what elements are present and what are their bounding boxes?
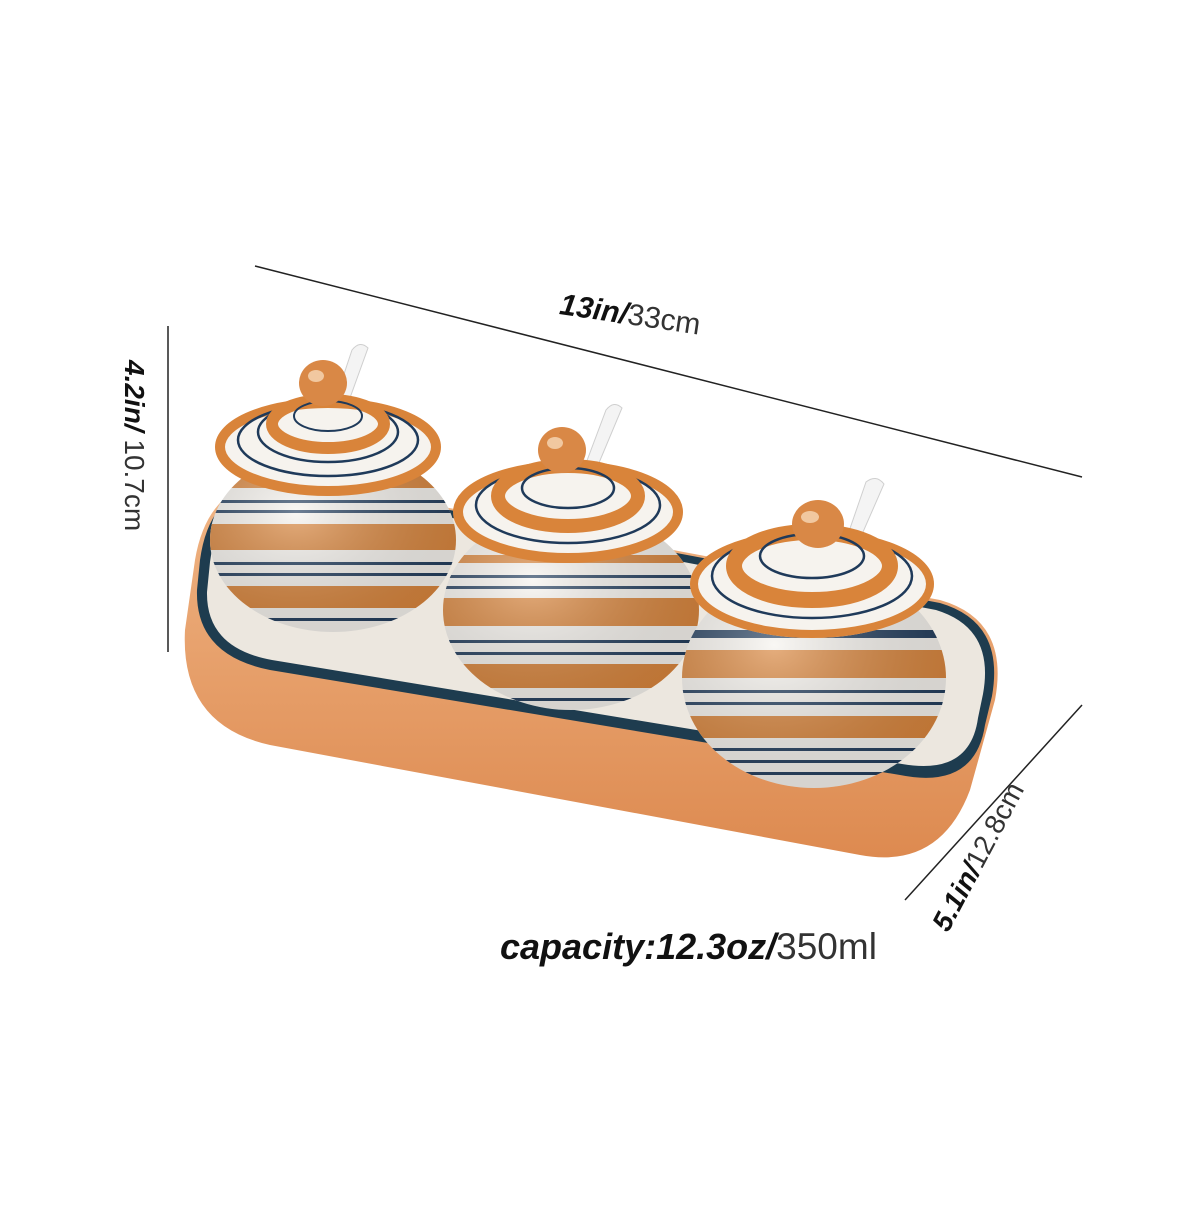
jar-left (210, 360, 456, 632)
width-dimension-line (254, 265, 1083, 478)
height-imperial: 4.2in/ (119, 360, 150, 432)
capacity-label: capacity:12.3oz/350ml (500, 928, 877, 965)
height-metric: 10.7cm (119, 439, 150, 532)
spoon-middle (584, 404, 623, 471)
depth-dimension-line (904, 704, 1083, 901)
capacity-imperial: capacity:12.3oz/ (500, 926, 777, 967)
capacity-metric: 350ml (776, 926, 877, 967)
height-label: 4.2in/ 10.7cm (119, 360, 150, 532)
jar-right (682, 500, 946, 788)
jar-middle (443, 427, 699, 710)
